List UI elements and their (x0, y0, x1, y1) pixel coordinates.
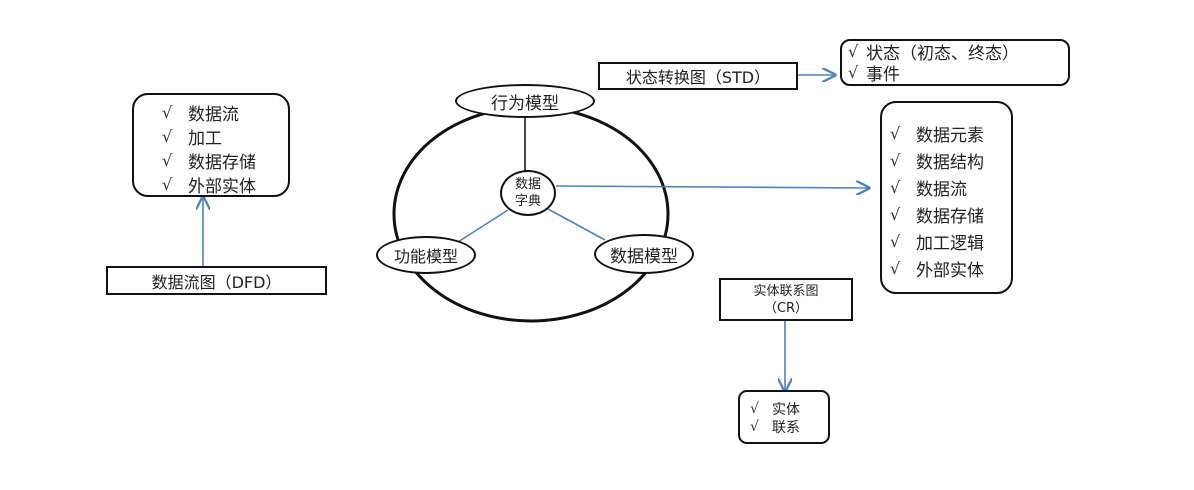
std-title-box: 状态转换图（STD） (598, 62, 798, 90)
data-model-label: 数据模型 (610, 246, 678, 267)
er-title-box: 实体联系图 （CR） (719, 278, 853, 321)
std-items-box: √ 状态（初态、终态） √ 事件 (840, 39, 1070, 86)
spoke-function (457, 209, 509, 243)
std-title: 状态转换图（STD） (625, 68, 771, 87)
check-icon: √ (162, 174, 173, 194)
check-icon: √ (890, 178, 901, 197)
function-model-node: 功能模型 (376, 236, 476, 274)
check-icon: √ (848, 42, 859, 61)
spoke-data (547, 208, 606, 241)
data-dictionary-label-1: 数据 (514, 177, 541, 192)
data-dictionary-label-2: 字典 (514, 194, 541, 209)
dfd-items-box: √ 数据流 √ 加工 √ 数据存储 √ 外部实体 (132, 93, 290, 197)
dictionary-item: √ 外部实体 (890, 259, 984, 281)
dfd-item: √ 外部实体 (162, 174, 256, 197)
check-icon: √ (162, 126, 173, 146)
check-icon: √ (890, 151, 901, 170)
dictionary-item: √ 加工逻辑 (890, 232, 984, 254)
data-model-node: 数据模型 (594, 234, 694, 274)
dictionary-items-box: √ 数据元素 √ 数据结构 √ 数据流 √ 数据存储 √ 加工逻辑 √ 外部实体 (880, 101, 1013, 294)
dfd-item: √ 加工 (162, 126, 222, 149)
dfd-title-box: 数据流图（DFD） (106, 266, 327, 295)
dfd-item: √ 数据存储 (162, 150, 256, 173)
check-icon: √ (890, 205, 901, 224)
er-item: √ 实体 (750, 401, 800, 418)
dictionary-item: √ 数据存储 (890, 205, 984, 227)
er-title-line-2: （CR） (763, 300, 809, 316)
std-item: √ 事件 (848, 63, 900, 85)
behavior-model-node: 行为模型 (455, 84, 595, 118)
data-dictionary-node: 数据 字典 (500, 170, 556, 216)
arrow-dictionary (555, 186, 869, 188)
check-icon: √ (162, 150, 173, 170)
check-icon: √ (750, 419, 759, 435)
behavior-model-label: 行为模型 (491, 93, 559, 114)
er-items-box: √ 实体 √ 联系 (738, 390, 830, 444)
check-icon: √ (890, 124, 901, 143)
er-item: √ 联系 (750, 419, 800, 436)
dfd-item: √ 数据流 (162, 102, 239, 125)
dictionary-item: √ 数据结构 (890, 151, 984, 173)
dfd-title: 数据流图（DFD） (151, 272, 282, 292)
check-icon: √ (162, 102, 173, 122)
dictionary-item: √ 数据流 (890, 178, 967, 200)
check-icon: √ (848, 63, 859, 82)
check-icon: √ (890, 232, 901, 251)
function-model-label: 功能模型 (393, 247, 458, 266)
check-icon: √ (750, 401, 759, 417)
check-icon: √ (890, 259, 901, 278)
std-item: √ 状态（初态、终态） (848, 42, 1019, 64)
er-title-line-1: 实体联系图 (753, 283, 819, 299)
dictionary-item: √ 数据元素 (890, 124, 984, 146)
